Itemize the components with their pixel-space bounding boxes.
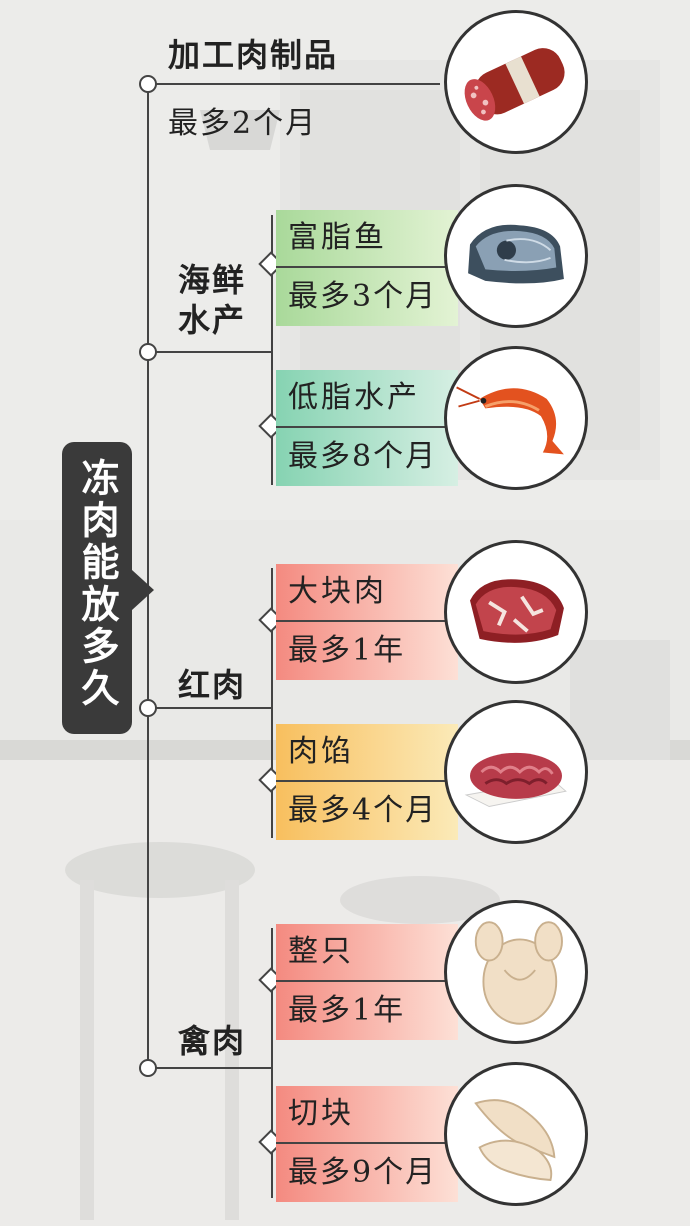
item-chicken-pieces: 切块 最多9个月 — [276, 1086, 458, 1202]
chicken-pieces-time: 最多9个月 — [276, 1144, 458, 1202]
whole-chicken-time: 最多1年 — [276, 982, 458, 1040]
category-processed-meat: 加工肉制品 — [168, 36, 339, 74]
main-title-text: 冻肉能放多久 — [75, 458, 120, 710]
lean-seafood-name: 低脂水产 — [276, 370, 458, 428]
ground-meat-name: 肉馅 — [276, 724, 458, 782]
seafood-label-line1: 海鲜 — [178, 261, 247, 299]
sausage-icon — [444, 10, 588, 154]
meat-chunk-name: 大块肉 — [276, 564, 458, 622]
lean-seafood-time: 最多8个月 — [276, 428, 458, 486]
meat-chunk-icon — [444, 540, 588, 684]
ground-meat-time: 最多4个月 — [276, 782, 458, 840]
title-arrow — [132, 570, 154, 610]
fatty-fish-time: 最多3个月 — [276, 268, 458, 326]
item-meat-chunk: 大块肉 最多1年 — [276, 564, 458, 680]
processed-meat-time: 最多2个月 — [168, 106, 318, 141]
whole-chicken-name: 整只 — [276, 924, 458, 982]
meat-chunk-time: 最多1年 — [276, 622, 458, 680]
chicken-pieces-name: 切块 — [276, 1086, 458, 1144]
whole-chicken-icon — [444, 900, 588, 1044]
seafood-label-line2: 水产 — [178, 301, 247, 339]
fatty-fish-name: 富脂鱼 — [276, 210, 458, 268]
item-ground-meat: 肉馅 最多4个月 — [276, 724, 458, 840]
item-lean-seafood: 低脂水产 最多8个月 — [276, 370, 458, 486]
chicken-wings-icon — [444, 1062, 588, 1206]
fish-steak-icon — [444, 184, 588, 328]
shrimp-icon — [444, 346, 588, 490]
category-poultry: 禽肉 — [178, 1022, 247, 1060]
item-fatty-fish: 富脂鱼 最多3个月 — [276, 210, 458, 326]
category-red-meat: 红肉 — [178, 666, 247, 704]
item-whole-chicken: 整只 最多1年 — [276, 924, 458, 1040]
main-title: 冻肉能放多久 — [62, 442, 154, 734]
category-seafood: 海鲜 水产 — [178, 260, 246, 340]
ground-meat-icon — [444, 700, 588, 844]
